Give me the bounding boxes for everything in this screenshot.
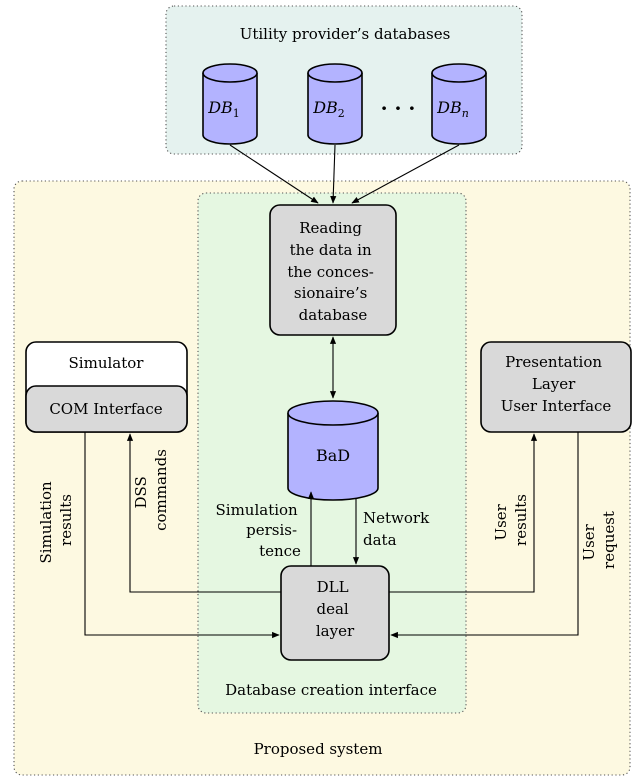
database-creation-label: Database creation interface xyxy=(225,681,437,699)
edge-simulation-results xyxy=(84,432,280,639)
database-bad: BaD xyxy=(287,400,379,501)
database-db2: DB2 xyxy=(307,63,363,145)
com-interface-box: COM Interface xyxy=(25,385,188,433)
svg-text:Simulator: Simulator xyxy=(69,354,145,372)
svg-text:DBn: DBn xyxy=(436,98,469,120)
edge-dss-commands xyxy=(126,433,281,593)
svg-text:DB1: DB1 xyxy=(207,98,240,120)
database-db1: DB1 xyxy=(202,63,258,145)
svg-text:Reading the data in: Reading the data in the conces- sionaire… xyxy=(287,219,378,324)
reading-data-box: Reading the data in the conces- sionaire… xyxy=(269,204,397,336)
svg-text:COM Interface: COM Interface xyxy=(49,400,162,418)
label-simulation-results: Simulation results xyxy=(37,477,75,564)
edge-user-results xyxy=(389,433,538,593)
svg-text:DLL deal layer: DLL deal layer xyxy=(316,578,355,640)
database-ellipsis: · · · xyxy=(381,96,416,120)
dll-deal-layer-box: DLL deal layer xyxy=(280,565,390,661)
label-simulation-persistence: Simulation persis- tence xyxy=(216,501,303,560)
database-dbn: DBn xyxy=(431,63,487,145)
svg-text:Presentation Layer: Presentation Layer User Interface xyxy=(501,353,612,415)
svg-text:BaD: BaD xyxy=(316,446,350,465)
edge-user-request xyxy=(390,432,579,639)
edge-dbn-to-reading xyxy=(351,144,460,204)
presentation-layer-box: Presentation Layer User Interface xyxy=(480,341,632,433)
proposed-system-label: Proposed system xyxy=(254,740,383,758)
edge-db1-to-reading xyxy=(229,144,319,204)
svg-text:DB2: DB2 xyxy=(312,98,345,120)
edge-db2-to-reading xyxy=(330,144,337,204)
label-user-results: User results xyxy=(492,494,530,546)
label-dss-commands: DSS commands xyxy=(132,449,170,531)
label-user-request: User request xyxy=(580,511,618,569)
utility-region-label: Utility provider’s databases xyxy=(240,25,451,43)
label-network-data: Network data xyxy=(363,509,434,549)
